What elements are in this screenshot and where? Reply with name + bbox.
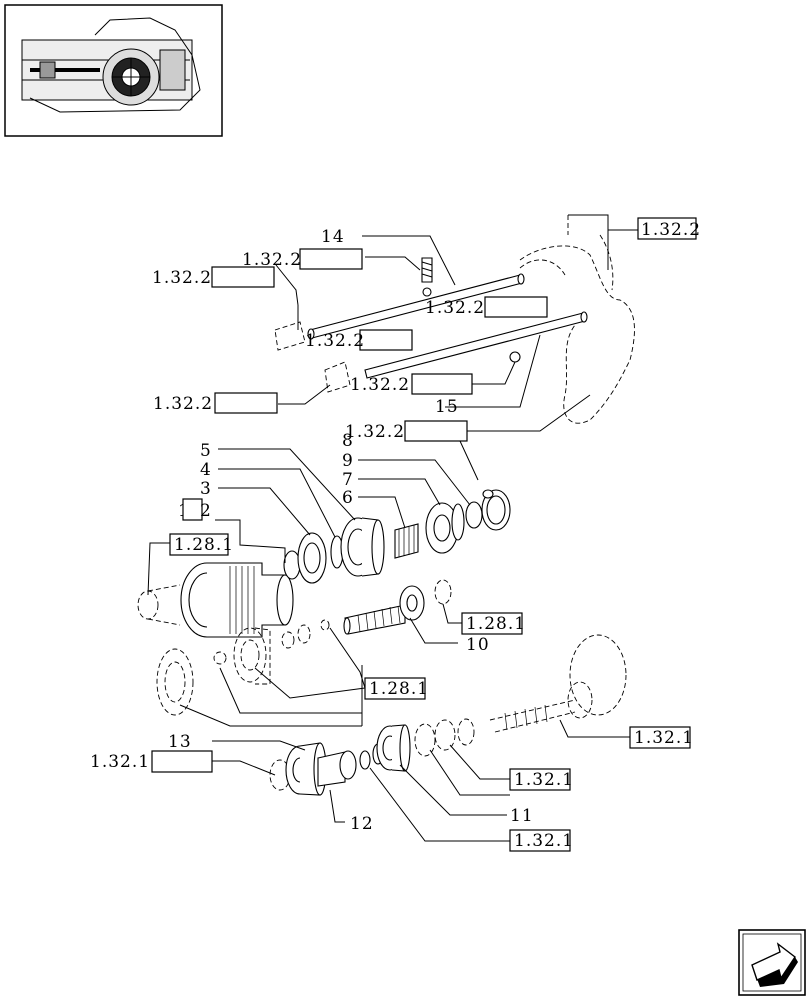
shift-rail-15 — [364, 311, 588, 379]
label-7: 7 — [342, 470, 354, 490]
ref-link-1-32-1[interactable]: 1.32.1 — [629, 726, 694, 749]
label-5: 5 — [200, 441, 212, 461]
svg-text:1.28.1: 1.28.1 — [369, 679, 429, 699]
label-4: 4 — [200, 460, 212, 480]
ref-link-1-32-2[interactable]: 1.32.2 — [350, 373, 473, 395]
lower-gear-group — [269, 724, 411, 796]
ref-link-1-28-1[interactable]: 1.28.1 — [461, 612, 526, 635]
reference-callouts[interactable]: 2 1.32.2 1.32.2 1.32.2 1.32.2 1.32.2 1.3… — [90, 217, 701, 852]
ref-link-1-32-2[interactable]: 1.32.2 — [637, 217, 701, 240]
gear-cluster-upper — [137, 489, 511, 638]
part-labels: 14 15 5 4 3 1 8 9 7 6 10 13 11 12 — [168, 227, 534, 834]
ref-link-1-32-2[interactable]: 1.32.2 — [152, 266, 275, 288]
label-3: 3 — [200, 479, 212, 499]
svg-text:1.32.2: 1.32.2 — [305, 331, 365, 351]
ref-link-1-32-2[interactable]: 1.32.2 — [153, 392, 278, 414]
label-13: 13 — [168, 732, 192, 752]
callout-item-2[interactable]: 2 — [182, 498, 212, 521]
previous-page-arrow-icon[interactable] — [738, 929, 806, 996]
ref-link-1-32-1[interactable]: 1.32.1 — [90, 750, 213, 773]
gear-cluster-dashed — [156, 619, 330, 716]
shift-forks — [274, 259, 566, 393]
housing-outline — [519, 215, 635, 424]
ref-link-1-32-2[interactable]: 1.32.2 — [305, 329, 413, 351]
label-14: 14 — [321, 227, 345, 247]
splined-shaft-10 — [343, 579, 452, 635]
svg-text:1.28.1: 1.28.1 — [174, 535, 234, 555]
svg-text:1.32.2: 1.32.2 — [242, 250, 302, 270]
ref-link-1-32-2[interactable]: 1.32.2 — [425, 296, 548, 318]
ref-link-1-32-2[interactable]: 1.32.2 — [345, 420, 468, 442]
label-6: 6 — [342, 488, 354, 508]
label-10: 10 — [466, 635, 490, 655]
ref-link-1-32-1[interactable]: 1.32.1 — [509, 829, 574, 852]
label-15: 15 — [435, 397, 459, 417]
svg-text:1.32.2: 1.32.2 — [350, 375, 410, 395]
svg-text:1.28.1: 1.28.1 — [466, 614, 526, 634]
svg-text:1.32.2: 1.32.2 — [152, 268, 212, 288]
detent-spring — [421, 257, 521, 363]
svg-text:1.32.2: 1.32.2 — [153, 394, 213, 414]
label-9: 9 — [342, 451, 354, 471]
ref-link-1-28-1[interactable]: 1.28.1 — [169, 533, 234, 556]
svg-text:2: 2 — [200, 501, 212, 521]
svg-text:1.32.1: 1.32.1 — [514, 770, 574, 790]
svg-text:1.32.1: 1.32.1 — [514, 831, 574, 851]
bevel-pinion-dashed — [414, 634, 627, 757]
label-11: 11 — [510, 806, 534, 826]
ref-link-1-32-2[interactable]: 1.32.2 — [242, 248, 363, 270]
shift-rail-14 — [307, 273, 525, 340]
label-12: 12 — [350, 814, 374, 834]
ref-link-1-28-1[interactable]: 1.28.1 — [364, 677, 429, 700]
svg-text:1.32.2: 1.32.2 — [345, 422, 405, 442]
ref-link-1-32-1[interactable]: 1.32.1 — [509, 768, 574, 791]
leader-lines — [147, 214, 638, 842]
svg-text:1.32.1: 1.32.1 — [634, 728, 694, 748]
svg-text:1.32.1: 1.32.1 — [90, 752, 150, 772]
svg-text:1.32.2: 1.32.2 — [641, 220, 701, 240]
svg-text:1.32.2: 1.32.2 — [425, 298, 485, 318]
location-thumbnail — [4, 4, 223, 137]
label-8: 8 — [342, 431, 354, 451]
